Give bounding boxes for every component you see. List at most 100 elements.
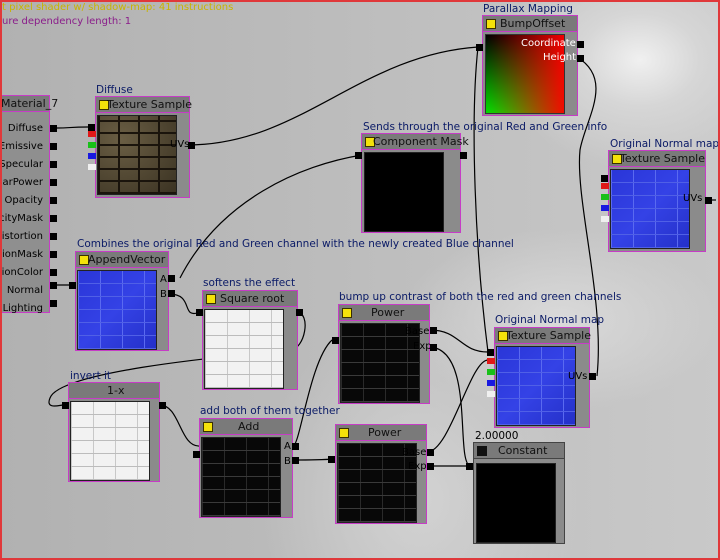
add-output-pin[interactable] [193, 451, 200, 458]
material-pin-emissive[interactable] [50, 143, 57, 150]
alpha-channel-pin[interactable] [88, 164, 96, 170]
input-opacity-mask: acityMask [0, 213, 43, 224]
add-node[interactable]: Add A B [199, 418, 293, 518]
material-result-node[interactable]: Material_7 Diffuse Emissive Specular cul… [0, 95, 58, 314]
square-root-output-pin[interactable] [196, 309, 203, 316]
input-a-label: A [160, 274, 167, 285]
comment-diffuse: Diffuse [96, 84, 133, 96]
power-bottom-exp-input-pin[interactable] [427, 463, 434, 470]
bump-offset-output-pin[interactable] [476, 44, 483, 51]
texture-preview [610, 169, 690, 249]
one-minus-output-pin[interactable] [62, 402, 69, 409]
preview-toggle-icon[interactable] [477, 446, 487, 456]
red-channel-pin[interactable] [601, 183, 609, 189]
component-mask-output-pin[interactable] [355, 152, 362, 159]
node-header: BumpOffset [483, 16, 577, 32]
one-minus-input-pin[interactable] [159, 402, 166, 409]
power-top-node[interactable]: Power Base Exp [338, 304, 432, 404]
input-uvs-label: UVs [568, 371, 588, 382]
component-mask-node[interactable]: Component Mask [361, 133, 469, 233]
node-title: Constant [498, 444, 548, 457]
material-pin-diffuse[interactable] [50, 125, 57, 132]
height-input-pin[interactable] [577, 55, 584, 62]
comment-softens: softens the effect [203, 277, 296, 289]
constant-output-pin[interactable] [466, 463, 473, 470]
coordinate-input-pin[interactable] [577, 41, 584, 48]
texture-sample-normal-top-node[interactable]: Texture Sample UVs [608, 150, 706, 252]
constant-value-label: 2.00000 [475, 430, 519, 442]
diffuse-uvs-input-pin[interactable] [188, 142, 195, 149]
normal-top-uvs-input-pin[interactable] [705, 197, 712, 204]
preview-toggle-icon[interactable] [99, 100, 109, 110]
preview-toggle-icon[interactable] [342, 308, 352, 318]
comment-parallax-mapping: Parallax Mapping [483, 3, 573, 15]
comment-combines: Combines the original Red and Green chan… [77, 238, 514, 250]
comment-original-normal-map-mid: Original Normal map [495, 314, 605, 326]
preview-toggle-icon[interactable] [498, 331, 508, 341]
texture-sample-normal-mid-node[interactable]: Texture Sample UVs [494, 327, 591, 428]
green-channel-pin[interactable] [487, 369, 495, 375]
diffuse-rgb-output-pin[interactable] [88, 124, 95, 131]
material-pin-normal[interactable] [50, 282, 57, 289]
red-channel-pin[interactable] [88, 131, 96, 137]
normal-mid-uvs-input-pin[interactable] [589, 373, 596, 380]
add-b-input-pin[interactable] [292, 457, 299, 464]
input-uvs-label: UVs [170, 139, 190, 150]
green-channel-pin[interactable] [601, 194, 609, 200]
preview-toggle-icon[interactable] [365, 137, 375, 147]
square-root-node[interactable]: Square root [202, 290, 298, 390]
material-pin-specular-power[interactable] [50, 179, 57, 186]
one-minus-node[interactable]: 1-x [68, 382, 160, 482]
append-vector-node[interactable]: AppendVector A B [75, 251, 169, 351]
power-top-exp-input-pin[interactable] [430, 344, 437, 351]
power-bottom-base-input-pin[interactable] [427, 449, 434, 456]
material-pin-transmission-color[interactable] [50, 269, 57, 276]
add-a-input-pin[interactable] [292, 443, 299, 450]
square-root-input-pin[interactable] [296, 309, 303, 316]
append-vector-b-input-pin[interactable] [168, 290, 175, 297]
node-title: Power [368, 426, 402, 439]
texture-sample-diffuse-node[interactable]: Texture Sample UVs [95, 96, 192, 198]
material-pin-distortion[interactable] [50, 233, 57, 240]
bump-offset-node[interactable]: BumpOffset Coordinate Height [482, 15, 578, 116]
blue-channel-pin[interactable] [88, 153, 96, 159]
input-uvs-label: UVs [683, 193, 703, 204]
node-header: 1-x [69, 383, 159, 399]
append-vector-output-pin[interactable] [69, 282, 76, 289]
component-mask-input-pin[interactable] [460, 152, 467, 159]
preview-toggle-icon[interactable] [203, 422, 213, 432]
alpha-channel-pin[interactable] [601, 216, 609, 222]
red-channel-pin[interactable] [487, 358, 495, 364]
constant-node[interactable]: Constant [473, 442, 565, 544]
node-header: Material_7 [0, 96, 58, 112]
material-pin-specular[interactable] [50, 161, 57, 168]
blue-channel-pin[interactable] [601, 205, 609, 211]
preview-toggle-icon[interactable] [486, 19, 496, 29]
append-vector-a-input-pin[interactable] [168, 275, 175, 282]
node-title: Material_7 [1, 97, 59, 110]
blue-channel-pin[interactable] [487, 380, 495, 386]
normal-top-rgb-output-pin[interactable] [601, 175, 608, 182]
alpha-channel-pin[interactable] [487, 391, 495, 397]
preview-toggle-icon[interactable] [206, 294, 216, 304]
input-base-label: Base [405, 326, 430, 337]
preview-toggle-icon[interactable] [339, 428, 349, 438]
normal-mid-rgb-output-pin[interactable] [487, 349, 494, 356]
power-bottom-node[interactable]: Power Base Exp [335, 424, 427, 524]
texture-dependency-length: ure dependency length: 1 [2, 16, 132, 27]
input-exp-label: Exp [408, 461, 427, 472]
input-exp-label: Exp [413, 341, 432, 352]
preview-toggle-icon[interactable] [79, 255, 89, 265]
power-top-output-pin[interactable] [332, 337, 339, 344]
material-pin-opacity-mask[interactable] [50, 215, 57, 222]
material-pin-custom-lighting[interactable] [50, 300, 57, 307]
preview-toggle-icon[interactable] [612, 154, 622, 164]
power-bottom-output-pin[interactable] [328, 456, 335, 463]
material-pin-opacity[interactable] [50, 197, 57, 204]
input-base-label: Base [402, 447, 427, 458]
material-pin-transmission-mask[interactable] [50, 251, 57, 258]
green-channel-pin[interactable] [88, 142, 96, 148]
power-top-base-input-pin[interactable] [430, 327, 437, 334]
comment-add-both: add both of them together [200, 405, 340, 417]
